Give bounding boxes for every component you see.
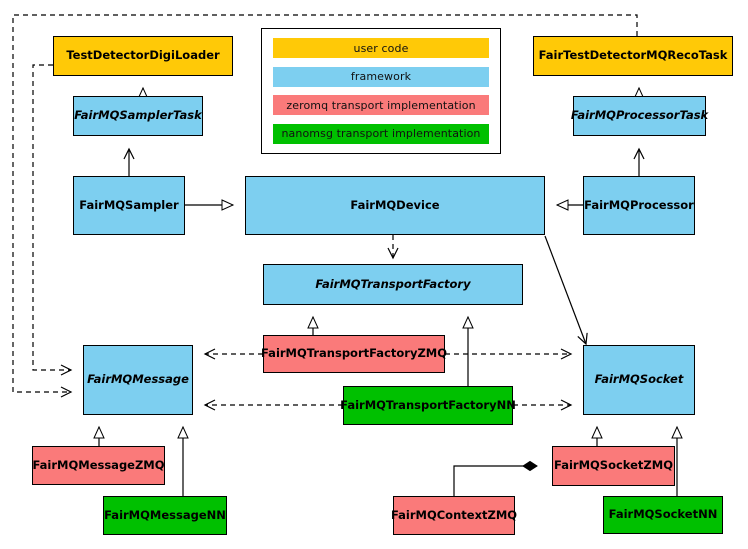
class-label-fairmqtransportfactoryzmq: FairMQTransportFactoryZMQ bbox=[261, 346, 448, 361]
legend-item-framework: framework bbox=[273, 66, 489, 87]
class-node-fairmqsocketzmq[interactable]: FairMQSocketZMQ bbox=[552, 446, 675, 486]
class-label-fairmqdevice: FairMQDevice bbox=[350, 197, 440, 212]
class-label-fairmqmessagezmq: FairMQMessageZMQ bbox=[32, 457, 165, 472]
class-label-fairmqsocket: FairMQSocket bbox=[594, 372, 684, 387]
class-node-fairmqsocketnn[interactable]: FairMQSocketNN bbox=[603, 496, 723, 534]
class-label-fairmqprocessortask: FairMQProcessorTask bbox=[570, 108, 709, 123]
class-label-fairmqtransportfactory: FairMQTransportFactory bbox=[315, 276, 471, 291]
class-label-fairmqsampler: FairMQSampler bbox=[79, 197, 179, 212]
class-node-testdetectordigiloader[interactable]: TestDetectorDigiLoader bbox=[53, 36, 233, 76]
class-node-fairmqprocessortask[interactable]: FairMQProcessorTask bbox=[570, 96, 709, 136]
class-label-fairmqmessagenn: FairMQMessageNN bbox=[104, 507, 226, 522]
legend-item-nanomsg: nanomsg transport implementation bbox=[273, 123, 489, 144]
legend-item-user-code: user code bbox=[273, 38, 489, 58]
class-node-fairmqmessagenn[interactable]: FairMQMessageNN bbox=[103, 496, 227, 535]
class-node-fairmqtransportfactory[interactable]: FairMQTransportFactory bbox=[263, 264, 523, 305]
legend-panel: user code framework zeromq transport imp… bbox=[261, 28, 501, 154]
class-node-fairmqprocessor[interactable]: FairMQProcessor bbox=[583, 176, 695, 235]
class-node-fairmqsampler[interactable]: FairMQSampler bbox=[73, 176, 185, 235]
class-node-fairmqmessage[interactable]: FairMQMessage bbox=[83, 345, 193, 415]
class-node-fairmqcontextzmq[interactable]: FairMQContextZMQ bbox=[390, 496, 518, 535]
edge-device-socket bbox=[544, 235, 588, 346]
class-label-fairmqprocessor: FairMQProcessor bbox=[584, 197, 694, 212]
class-label-fairmqmessage: FairMQMessage bbox=[87, 372, 189, 387]
class-label-fairmqsocketnn: FairMQSocketNN bbox=[608, 507, 718, 522]
class-label-fairmqtransportfactorynn: FairMQTransportFactoryNN bbox=[340, 397, 516, 412]
legend-label-zeromq: zeromq transport implementation bbox=[286, 98, 476, 112]
class-label-fairmqcontextzmq: FairMQContextZMQ bbox=[390, 507, 518, 522]
legend-item-zeromq: zeromq transport implementation bbox=[273, 95, 489, 116]
class-node-fairmqsocket[interactable]: FairMQSocket bbox=[583, 345, 695, 415]
class-node-fairtestdetectormqrecotask[interactable]: FairTestDetectorMQRecoTask bbox=[533, 36, 733, 76]
class-node-fairmqdevice[interactable]: FairMQDevice bbox=[245, 176, 545, 235]
class-label-fairtestdetectormqrecotask: FairTestDetectorMQRecoTask bbox=[538, 48, 728, 63]
edge-contextzmq-socketzmq bbox=[453, 460, 538, 496]
legend-label-nanomsg: nanomsg transport implementation bbox=[281, 127, 481, 141]
class-label-testdetectordigiloader: TestDetectorDigiLoader bbox=[66, 48, 220, 63]
legend-label-user-code: user code bbox=[353, 41, 409, 55]
class-node-fairmqsamplertask[interactable]: FairMQSamplerTask bbox=[73, 96, 203, 136]
class-node-fairmqtransportfactorynn[interactable]: FairMQTransportFactoryNN bbox=[340, 386, 516, 425]
edge-digiloader-message bbox=[32, 64, 73, 376]
legend-label-framework: framework bbox=[350, 70, 412, 84]
class-node-fairmqmessagezmq[interactable]: FairMQMessageZMQ bbox=[32, 446, 165, 485]
class-node-fairmqtransportfactoryzmq[interactable]: FairMQTransportFactoryZMQ bbox=[261, 335, 448, 373]
class-label-fairmqsocketzmq: FairMQSocketZMQ bbox=[554, 458, 673, 473]
class-label-fairmqsamplertask: FairMQSamplerTask bbox=[74, 108, 202, 123]
